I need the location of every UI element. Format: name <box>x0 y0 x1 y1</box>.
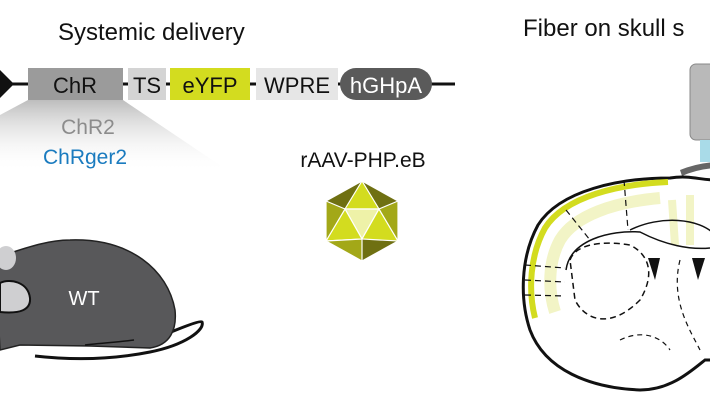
mouse-ear <box>0 279 32 314</box>
brain-coronal-section <box>521 175 710 392</box>
eyfp-label: eYFP <box>182 73 237 98</box>
promoter-arrow-icon <box>0 70 14 98</box>
eyfp-segment <box>170 68 250 100</box>
mouse-body <box>0 239 177 351</box>
wpre-label: WPRE <box>264 73 330 98</box>
mouse-tail <box>34 320 204 361</box>
systemic-delivery-title: Systemic delivery <box>58 19 245 46</box>
ts-segment <box>128 68 166 100</box>
variant-chr2: ChR2 <box>61 116 115 139</box>
mouse-illustration: WT <box>0 239 204 361</box>
hghpa-segment <box>340 68 432 100</box>
mouse-leg-line <box>84 339 135 346</box>
mouse-genotype-label: WT <box>68 288 99 310</box>
chr-label: ChR <box>53 73 97 98</box>
mouse-ear-back <box>0 246 16 270</box>
wpre-segment <box>256 68 338 100</box>
chr-segment <box>28 68 123 100</box>
ts-label: TS <box>133 73 161 98</box>
hghpa-label: hGHpA <box>350 73 422 98</box>
aav-capsid-icon <box>323 179 400 263</box>
variant-chrger2: ChRger2 <box>43 146 127 169</box>
viral-construct: ChR TS eYFP WPRE hGHpA ChR2 ChRger2 <box>0 68 455 172</box>
fiber-on-skull-title: Fiber on skull s <box>523 15 684 42</box>
variant-expansion-fan <box>0 100 230 172</box>
virus-label: rAAV-PHP.eB <box>300 149 425 172</box>
optical-fiber-icon <box>680 63 710 176</box>
